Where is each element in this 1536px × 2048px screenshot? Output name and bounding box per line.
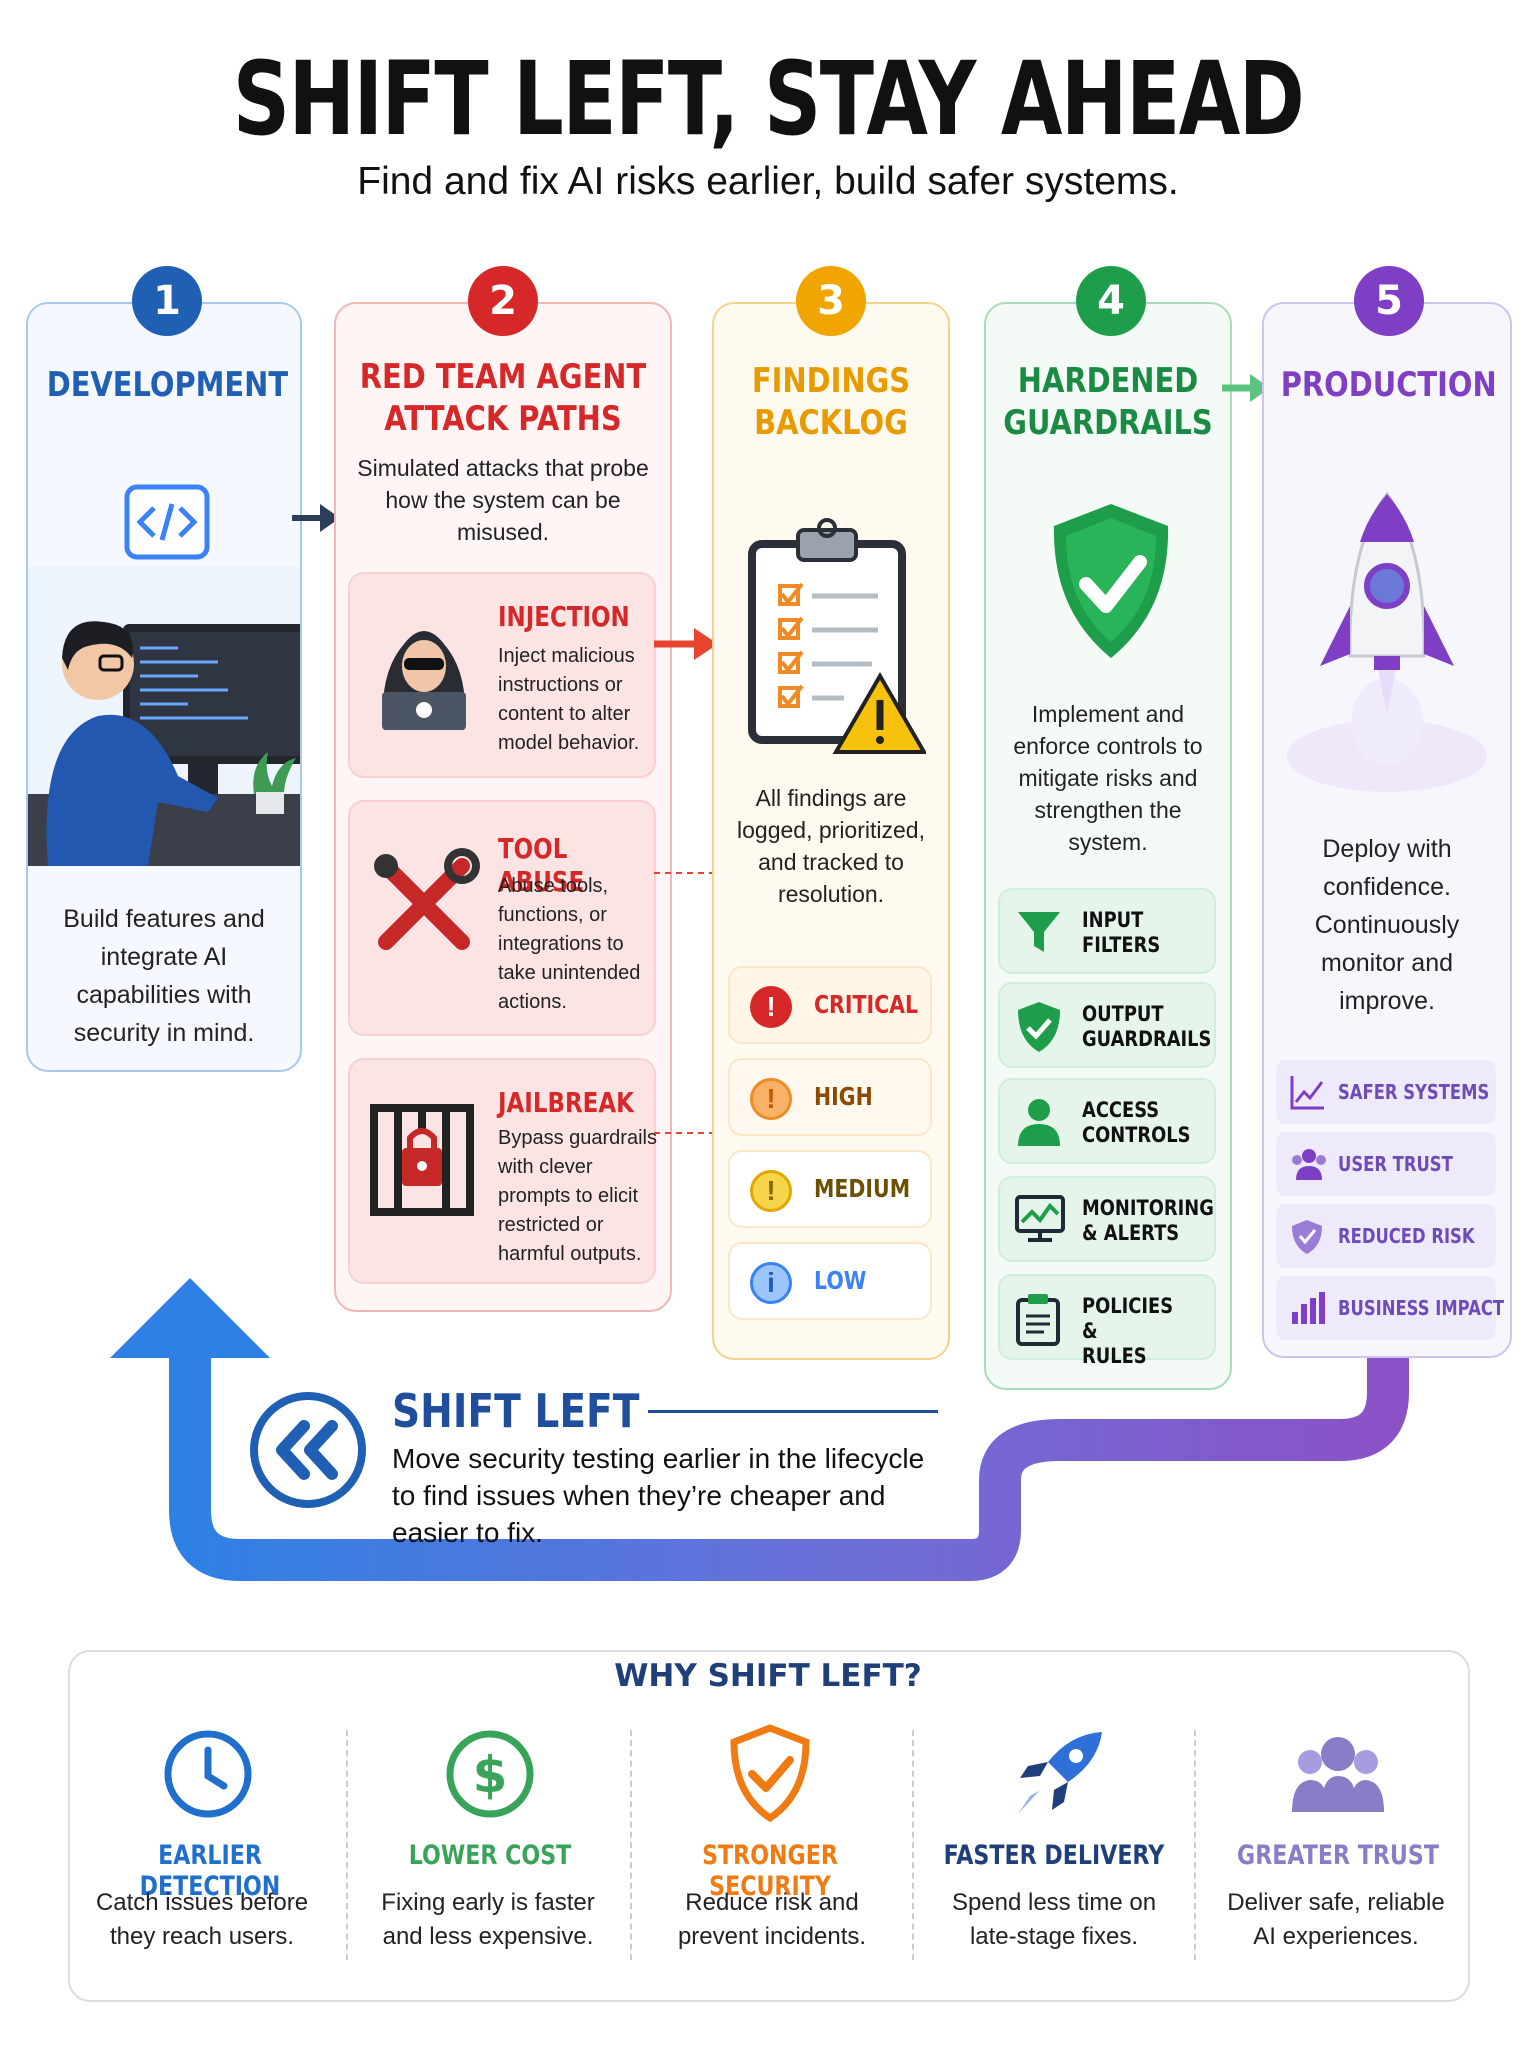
shield-check-icon (1018, 1002, 1060, 1052)
why-item-title: STRONGER SECURITY (702, 1840, 838, 1902)
shift-left-desc: Move security testing earlier in the lif… (392, 1443, 925, 1548)
stage-1-badge: 1 (132, 266, 202, 336)
jail-lock-icon (370, 1104, 474, 1216)
double-chevron-left-icon (250, 1392, 366, 1508)
monitor-icon (1015, 1195, 1065, 1242)
page-title: SHIFT LEFT, STAY AHEAD (232, 40, 1305, 159)
alert-icon: ! (750, 1170, 792, 1212)
shield-check-icon (1053, 504, 1169, 658)
why-item-title: EARLIER DETECTION (139, 1840, 281, 1902)
chart-line-icon (1290, 1076, 1324, 1110)
severity-high: ! HIGH (728, 1058, 932, 1136)
shield-icon (1292, 1220, 1322, 1254)
divider (630, 1730, 632, 1960)
attack-injection: INJECTION Inject malicious instructions … (348, 572, 656, 778)
outcome-business-impact: BUSINESS IMPACT (1276, 1276, 1504, 1340)
arrow-right-red-icon (654, 628, 718, 660)
clock-icon (164, 1730, 252, 1818)
rocket-icon (1018, 1732, 1102, 1814)
rocket-icon (1287, 491, 1487, 792)
attack-tool-abuse: TOOL ABUSE Abuse tools, functions, or in… (348, 800, 656, 1036)
stage-2-badge: 2 (468, 266, 538, 336)
why-title: WHY SHIFT LEFT? (614, 1658, 922, 1694)
severity-critical: ! CRITICAL (728, 966, 932, 1044)
shield-check-icon (730, 1724, 810, 1822)
attack-jailbreak: JAILBREAK Bypass guardrails with clever … (348, 1058, 657, 1284)
divider (346, 1730, 348, 1960)
dashed-connector (654, 1132, 716, 1134)
stage-2-desc: Simulated attacks that probe how the sys… (357, 455, 649, 545)
developer-illustration (28, 566, 300, 866)
stage-5-title: PRODUCTION (1280, 365, 1497, 405)
wrench-icon (374, 848, 480, 950)
arrow-right-icon (292, 504, 340, 532)
outcome-user-trust: USER TRUST (1276, 1132, 1496, 1196)
stage-5-desc: Deploy with confidence. Continuously mon… (1314, 835, 1460, 1015)
divider-line (648, 1410, 938, 1413)
page-subtitle: Find and fix AI risks earlier, build saf… (357, 160, 1179, 203)
arrow-right-green-icon (1222, 374, 1270, 402)
guardrail-monitoring: MONITORING& ALERTS (998, 1176, 1216, 1262)
dashed-connector (654, 872, 716, 874)
funnel-icon (1018, 912, 1060, 952)
users-icon (1292, 1149, 1326, 1180)
stage-4-desc: Implement and enforce controls to mitiga… (1013, 701, 1203, 855)
alert-icon: ! (750, 1078, 792, 1120)
why-shift-left-panel (68, 1650, 1470, 2002)
info-icon: i (750, 1262, 792, 1304)
guardrail-policies: POLICIES &RULES (998, 1274, 1216, 1368)
why-item-title: LOWER COST (408, 1840, 572, 1871)
stage-5-badge: 5 (1354, 266, 1424, 336)
severity-low: i LOW (728, 1242, 932, 1320)
alert-icon: ! (750, 986, 792, 1028)
hacker-icon (382, 631, 466, 730)
divider (1194, 1730, 1196, 1960)
stage-4-badge: 4 (1076, 266, 1146, 336)
why-item-title: GREATER TRUST (1237, 1840, 1439, 1871)
user-icon (1018, 1099, 1060, 1146)
outcome-safer-systems: SAFER SYSTEMS (1276, 1060, 1496, 1124)
outcome-reduced-risk: REDUCED RISK (1276, 1204, 1496, 1268)
severity-medium: ! MEDIUM (728, 1150, 932, 1228)
svg-text:$: $ (473, 1746, 508, 1804)
bar-chart-icon (1292, 1292, 1325, 1324)
clipboard-icon (1016, 1294, 1060, 1346)
code-icon (124, 484, 210, 560)
stage-1-desc: Build features and integrate AI capabili… (63, 905, 265, 1047)
why-item-title: FASTER DELIVERY (943, 1840, 1165, 1871)
stage-3-desc: All findings are logged, prioritized, an… (737, 785, 925, 907)
dollar-icon: $ (446, 1730, 534, 1818)
stage-3-badge: 3 (796, 266, 866, 336)
users-icon (1292, 1737, 1384, 1812)
shift-left-title: SHIFT LEFT (392, 1384, 640, 1438)
clipboard-warning-icon (748, 518, 926, 754)
divider (912, 1730, 914, 1960)
stage-1-title: DEVELOPMENT (46, 365, 289, 405)
